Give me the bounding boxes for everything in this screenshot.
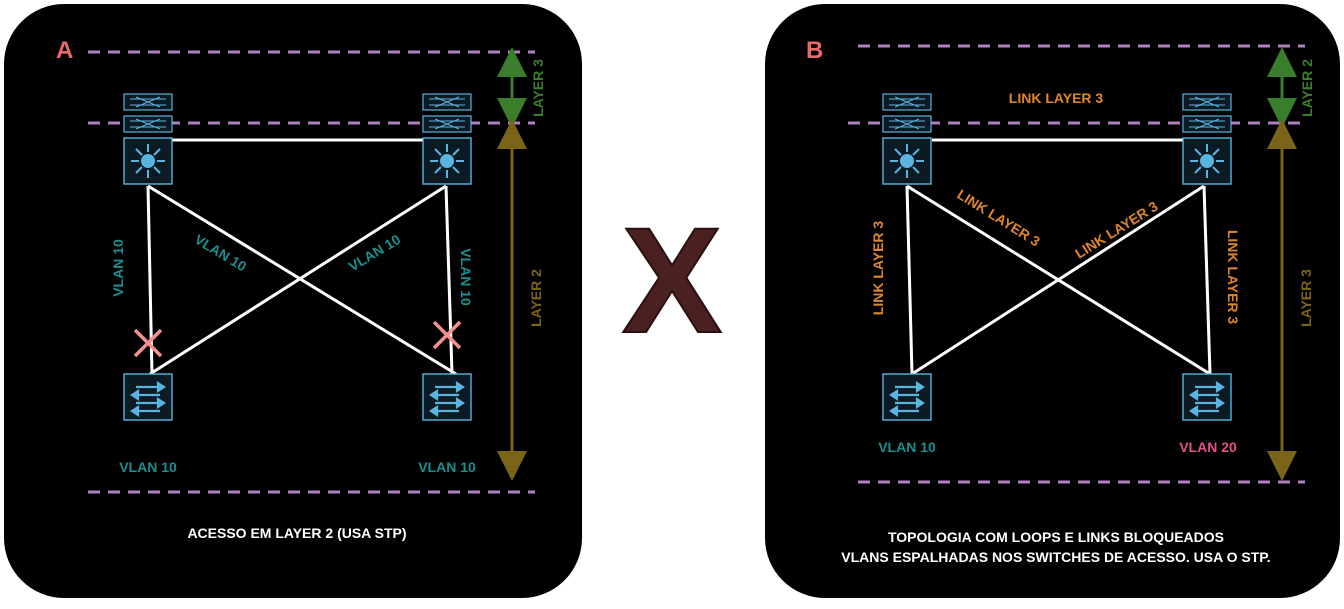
layer3-label: LAYER 3 bbox=[530, 59, 546, 117]
core-left-stack-top-icon bbox=[882, 93, 932, 111]
access-switch-right-icon bbox=[1181, 372, 1233, 422]
link-label-right-vertical: LINK LAYER 3 bbox=[1225, 230, 1241, 325]
layer3-label: LAYER 3 bbox=[1298, 269, 1314, 327]
link-label-top: LINK LAYER 3 bbox=[1009, 90, 1104, 106]
layer2-label: LAYER 2 bbox=[1299, 59, 1315, 117]
panel-b-caption-line2: VLANS ESPALHADAS NOS SWITCHES DE ACESSO.… bbox=[841, 549, 1270, 565]
core-left-stack-top-icon bbox=[123, 93, 173, 111]
panel-a-letter: A bbox=[56, 37, 73, 64]
core-right-stack-top-icon bbox=[1182, 93, 1232, 111]
core-switch-right-icon bbox=[1182, 137, 1232, 185]
access-switch-left-icon bbox=[881, 372, 933, 422]
link-left-diagonal bbox=[147, 184, 457, 376]
link-right-vertical bbox=[1202, 185, 1212, 375]
link-right-vertical bbox=[444, 185, 454, 375]
link-right-diagonal bbox=[911, 184, 1205, 376]
core-right-stack-bottom-icon bbox=[422, 115, 472, 133]
link-label-left-vertical: VLAN 10 bbox=[110, 239, 126, 297]
link-label-right-vertical: VLAN 10 bbox=[458, 248, 474, 306]
access-left-vlan-label: VLAN 10 bbox=[878, 439, 936, 455]
access-switch-right-icon bbox=[421, 372, 473, 422]
link-label-left-vertical: LINK LAYER 3 bbox=[870, 221, 886, 316]
panel-b: B LAYER 2 LAYER 3 LINK LAYER 3 LINK LAYE… bbox=[765, 4, 1340, 598]
core-right-stack-top-icon bbox=[422, 93, 472, 111]
core-left-stack-bottom-icon bbox=[882, 115, 932, 133]
access-switch-left-icon bbox=[122, 372, 174, 422]
access-right-vlan-label: VLAN 20 bbox=[1179, 439, 1237, 455]
separator-x: X bbox=[622, 196, 722, 364]
access-right-vlan-label: VLAN 10 bbox=[418, 459, 476, 475]
panel-a: A LAYER 3 LAYER 2 VLAN 10 VLAN 10 VLAN 1… bbox=[4, 4, 582, 598]
blocked-port-right-icon bbox=[432, 320, 462, 350]
link-right-diagonal bbox=[149, 184, 447, 376]
blocked-port-left-icon bbox=[133, 328, 163, 358]
panel-b-letter: B bbox=[806, 37, 823, 64]
panel-a-background bbox=[4, 4, 582, 598]
core-switch-right-icon bbox=[422, 137, 472, 185]
core-left-stack-bottom-icon bbox=[123, 115, 173, 133]
access-left-vlan-label: VLAN 10 bbox=[119, 459, 177, 475]
panel-b-caption-line1: TOPOLOGIA COM LOOPS E LINKS BLOQUEADOS bbox=[888, 529, 1224, 545]
link-left-vertical bbox=[905, 185, 914, 375]
core-right-stack-bottom-icon bbox=[1182, 115, 1232, 133]
layer2-label: LAYER 2 bbox=[528, 269, 544, 327]
core-switch-left-icon bbox=[882, 137, 932, 185]
core-switch-left-icon bbox=[123, 137, 173, 185]
panel-a-caption: ACESSO EM LAYER 2 (USA STP) bbox=[187, 525, 406, 541]
link-left-vertical bbox=[146, 185, 154, 375]
